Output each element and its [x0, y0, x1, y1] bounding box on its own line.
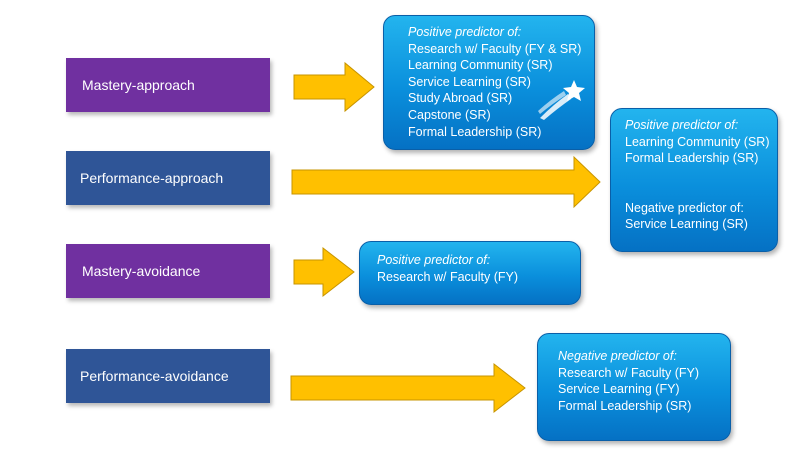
goal-label: Mastery-avoidance — [82, 263, 201, 279]
arrow-mastery-avoidance — [293, 246, 355, 298]
predictor-item: Formal Leadership (SR) — [625, 151, 759, 166]
predictor-item: Formal Leadership (SR) — [558, 398, 692, 413]
predictor-item: Study Abroad (SR) — [408, 91, 513, 106]
goal-label: Performance-avoidance — [80, 368, 229, 384]
predictor-box-performance-avoidance: Negative predictor of: Research w/ Facul… — [537, 333, 731, 441]
arrow-performance-avoidance — [290, 362, 526, 414]
arrow-mastery-approach — [293, 61, 375, 113]
goal-label: Mastery-approach — [82, 77, 195, 93]
predictor-item: Research w/ Faculty (FY) — [558, 365, 700, 380]
predictor-item: Formal Leadership (SR) — [408, 124, 542, 139]
predictor-item: Research w/ Faculty (FY & SR) — [408, 41, 582, 56]
predictor-item: Learning Community (SR) — [625, 134, 770, 149]
predictor-item: Research w/ Faculty (FY) — [377, 269, 519, 284]
predictor-heading: Positive predictor of: — [625, 118, 739, 132]
goal-performance-approach: Performance-approach — [66, 151, 270, 205]
goal-mastery-approach: Mastery-approach — [66, 58, 270, 112]
predictor-box-performance-approach: Positive predictor of: Learning Communit… — [610, 108, 778, 252]
predictor-item: Service Learning (SR) — [625, 217, 748, 232]
predictor-item: Service Learning (SR) — [408, 74, 531, 89]
predictor-box-mastery-approach: Positive predictor of: Research w/ Facul… — [383, 15, 595, 150]
predictor-heading: Positive predictor of: — [408, 25, 522, 39]
negative-predictor-heading: Negative predictor of: — [625, 200, 744, 215]
shooting-star-icon — [538, 80, 585, 120]
goal-label: Performance-approach — [80, 170, 224, 186]
goal-mastery-avoidance: Mastery-avoidance — [66, 244, 270, 298]
goal-performance-avoidance: Performance-avoidance — [66, 349, 270, 403]
predictor-item: Service Learning (FY) — [558, 382, 680, 397]
predictor-heading: Negative predictor of: — [558, 349, 677, 363]
predictor-item: Learning Community (SR) — [408, 58, 553, 73]
predictor-item: Capstone (SR) — [408, 107, 491, 122]
arrow-performance-approach — [291, 155, 601, 209]
predictor-heading: Positive predictor of: — [377, 253, 491, 267]
predictor-box-mastery-avoidance: Positive predictor of: Research w/ Facul… — [359, 241, 581, 305]
spacer — [625, 167, 767, 200]
